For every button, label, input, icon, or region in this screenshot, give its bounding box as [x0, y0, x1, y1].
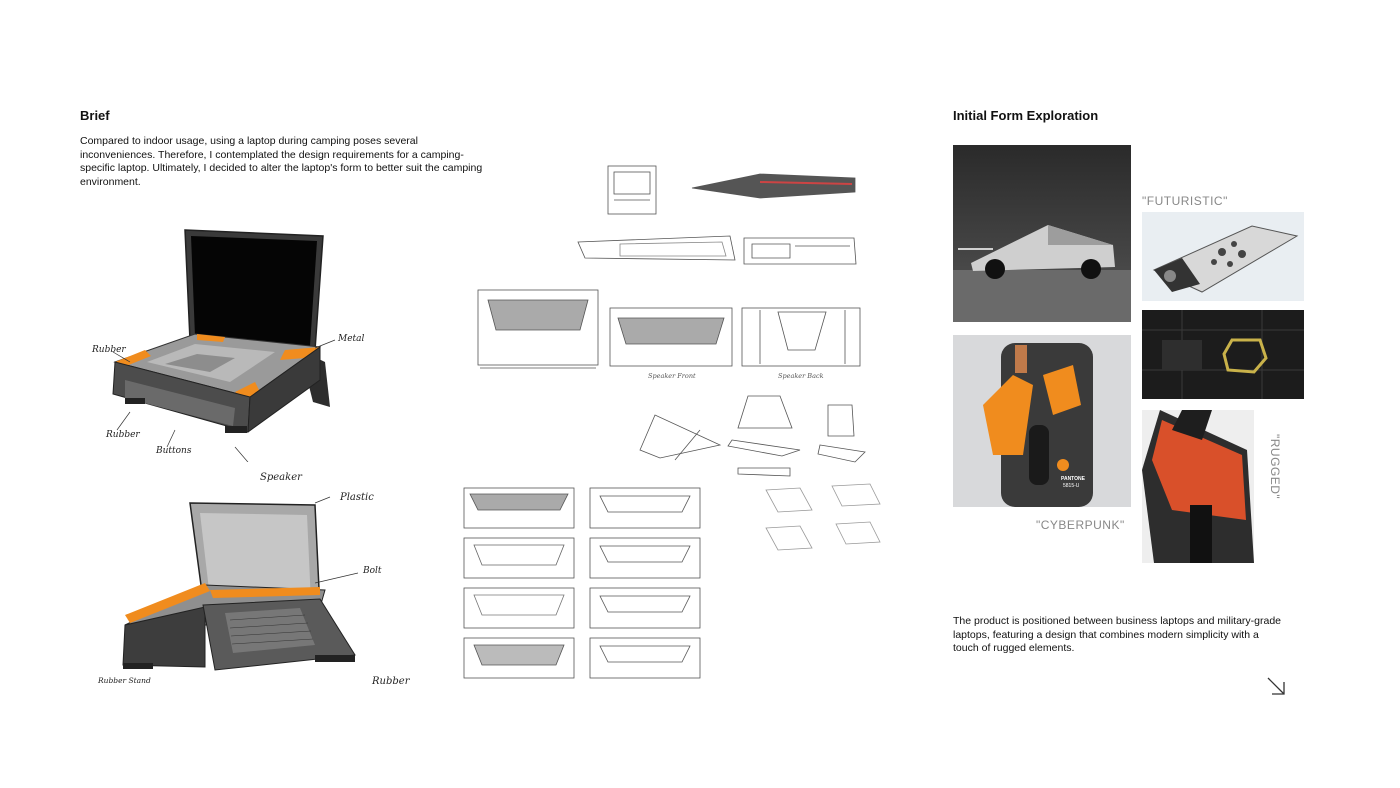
label-rugged: "RUGGED" — [1268, 434, 1282, 500]
pantone-brand: PANTONE — [1061, 476, 1085, 482]
label-speaker-front: Speaker Front — [648, 372, 696, 380]
sketch-mid-b — [743, 237, 857, 265]
pantone-code: 5815-U — [1063, 483, 1080, 489]
label-rubber-stand: Rubber Stand — [98, 676, 151, 685]
photo-dark-internal — [1142, 310, 1304, 399]
sketch-front-a — [477, 289, 599, 369]
label-futuristic: "FUTURISTIC" — [1142, 194, 1228, 208]
sketch-top-a — [607, 165, 657, 215]
sketch-top-b — [691, 173, 856, 199]
sketch-small-bases — [765, 483, 881, 551]
label-plastic: Plastic — [340, 492, 374, 503]
exploration-text: The product is positioned between busine… — [953, 615, 1282, 654]
label-buttons: Buttons — [156, 446, 192, 456]
label-rubber: Rubber — [372, 676, 410, 687]
sketch-stand-d — [737, 467, 791, 477]
laptop-sketch-side — [115, 495, 365, 685]
sketch-front-c — [741, 307, 861, 367]
label-rubber-top: Rubber — [92, 345, 126, 355]
brief-title: Brief — [80, 108, 110, 123]
photo-cybertruck — [953, 145, 1131, 322]
sketch-front-b — [609, 307, 733, 367]
label-bolt: Bolt — [363, 566, 382, 576]
brief-text: Compared to indoor usage, using a laptop… — [80, 135, 483, 188]
form-sketches — [460, 160, 900, 690]
exploration-title: Initial Form Exploration — [953, 108, 1099, 123]
sketch-mid-a — [577, 235, 736, 261]
label-speaker: Speaker — [260, 472, 302, 483]
sketch-stand-a — [639, 414, 722, 461]
sketch-grid-right — [589, 487, 701, 679]
label-metal: Metal — [338, 334, 365, 344]
photo-rugged-device — [1142, 410, 1254, 563]
label-speaker-back: Speaker Back — [778, 372, 824, 380]
sketch-stand-b — [727, 395, 801, 457]
label-cyberpunk: "CYBERPUNK" — [1036, 518, 1125, 532]
sketch-grid-left — [463, 487, 575, 679]
arrow-down-right-icon[interactable] — [1266, 676, 1286, 696]
photo-futuristic-device — [1142, 212, 1304, 301]
label-rubber-bottom: Rubber — [106, 430, 140, 440]
photo-cyberpunk-device — [953, 335, 1131, 507]
sketch-stand-c — [817, 404, 866, 463]
laptop-sketch-rendered — [85, 222, 345, 462]
